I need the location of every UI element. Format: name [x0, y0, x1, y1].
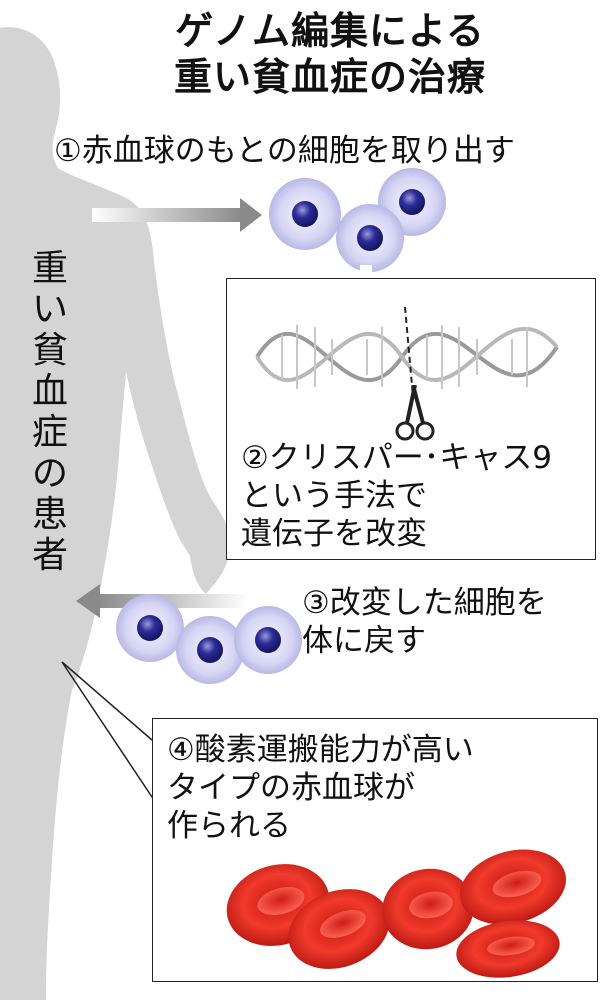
stem-cell-icon — [234, 606, 302, 674]
title-line-1: ゲノム編集による — [175, 9, 485, 53]
extract-arrow — [92, 198, 262, 232]
step-3-line-1: ③改変した細胞を — [302, 585, 547, 621]
stem-cell-icon — [269, 178, 341, 250]
red-blood-cell-icon — [382, 868, 474, 950]
step-1-label: ①赤血球のもとの細胞を取り出す — [54, 133, 515, 169]
step-3-label: ③改変した細胞を 体に戻す — [302, 584, 547, 660]
title-line-2: 重い貧血症の治療 — [173, 55, 486, 99]
step-4-line-2: タイプの赤血球が — [167, 770, 415, 806]
scissors-icon — [395, 385, 435, 441]
human-silhouette — [0, 27, 231, 1000]
patient-label: 重い貧血症の患者 — [31, 248, 68, 576]
red-blood-cell-icon — [460, 849, 566, 925]
stem-cell-icon — [336, 204, 404, 272]
step-4-box: ④酸素運搬能力が高い タイプの赤血球が 作られる — [152, 718, 598, 982]
stem-cell-icon — [176, 616, 244, 684]
step-2-line-3: 遺伝子を改変 — [241, 516, 427, 552]
stem-cell-icon — [116, 594, 184, 662]
step-4-label: ④酸素運搬能力が高い タイプの赤血球が 作られる — [167, 731, 474, 845]
step-2-line-1: ②クリスパー･キャス9 — [241, 440, 553, 476]
dna-helix-icon — [255, 306, 559, 398]
step-3-line-2: 体に戻す — [302, 623, 426, 659]
step-2-box: ②クリスパー･キャス9 という手法で 遺伝子を改変 — [226, 278, 596, 560]
step-4-line-1: ④酸素運搬能力が高い — [167, 732, 474, 768]
red-blood-cell-icon — [456, 920, 560, 978]
step-4-line-3: 作られる — [167, 808, 291, 844]
step-2-label: ②クリスパー･キャス9 という手法で 遺伝子を改変 — [241, 439, 552, 553]
page-title: ゲノム編集による 重い貧血症の治療 — [90, 8, 570, 100]
red-blood-cells — [226, 849, 566, 978]
red-blood-cell-icon — [288, 889, 390, 969]
step-2-line-2: という手法で — [241, 478, 427, 514]
